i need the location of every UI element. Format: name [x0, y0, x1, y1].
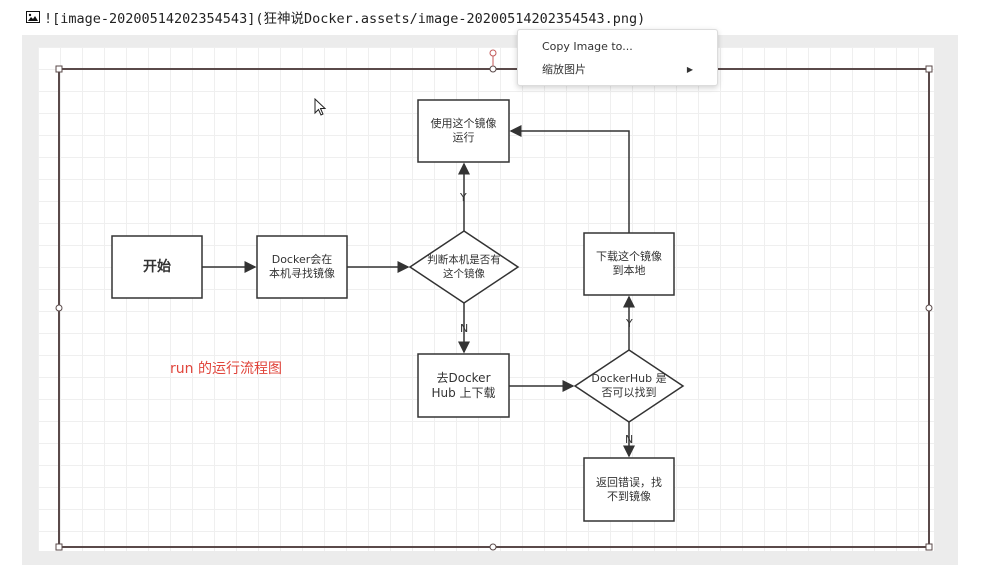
node-decision-local-line2: 这个镜像: [443, 268, 485, 280]
chevron-right-icon: ▶: [686, 64, 693, 74]
rotation-handle: [489, 49, 497, 57]
node-download-local-line2: 到本地: [612, 264, 646, 277]
diagram-caption: run 的运行流程图: [170, 361, 282, 377]
resize-handle-bottom-right: [925, 543, 933, 551]
resize-handle-bottom: [489, 543, 497, 551]
node-decision-hub-line1: DockerHub 是: [591, 372, 667, 385]
node-use-image-label: 使用这个镜像 运行: [418, 100, 509, 162]
resize-handle-top-right: [925, 65, 933, 73]
edge-download-local-to-use: [509, 125, 630, 233]
mouse-cursor-icon: [314, 98, 327, 116]
node-return-error-box: [583, 457, 675, 522]
node-start-label: 开始: [143, 259, 171, 275]
node-return-error-label: 返回错误，找 不到镜像: [584, 458, 674, 521]
node-download-local-label: 下载这个镜像 到本地: [584, 233, 674, 295]
resize-handle-right: [925, 304, 933, 312]
resize-handle-top: [489, 65, 497, 73]
menu-item-zoom-image-label: 缩放图片: [542, 63, 586, 76]
node-start-box: [111, 235, 203, 299]
node-download-hub-label: 去Docker Hub 上下载: [418, 354, 509, 417]
resize-handle-top-left: [55, 65, 63, 73]
node-use-image-box: [417, 99, 510, 163]
edge-label-local-no: N: [460, 322, 469, 335]
node-decision-hub-line2: 否可以找到: [601, 386, 657, 399]
node-download-hub-line2: Hub 上下载: [431, 385, 496, 400]
image-context-menu: Copy Image to... 缩放图片 ▶: [517, 29, 718, 86]
edge-label-hub-no: N: [625, 433, 634, 446]
menu-item-copy-image[interactable]: Copy Image to...: [518, 35, 717, 57]
markdown-image-source-text: ![image-20200514202354543](狂神说Docker.ass…: [44, 11, 646, 27]
node-docker-search-line2: 本机寻找镜像: [269, 267, 335, 280]
node-docker-search-box: [256, 235, 348, 299]
node-use-image-line1: 使用这个镜像: [430, 117, 497, 130]
node-download-local-box: [583, 232, 675, 296]
node-decision-local-label: 判断本机是否有 这个镜像: [410, 246, 518, 288]
node-download-hub-box: [417, 353, 510, 418]
node-return-error-line2: 不到镜像: [607, 489, 651, 503]
menu-item-zoom-image[interactable]: 缩放图片 ▶: [518, 58, 717, 80]
node-return-error-line1: 返回错误，找: [596, 475, 662, 489]
node-decision-hub-label: DockerHub 是 否可以找到: [575, 365, 683, 407]
markdown-image-source-line[interactable]: ![image-20200514202354543](狂神说Docker.ass…: [26, 8, 646, 27]
node-use-image-line2: 运行: [452, 131, 475, 144]
resize-handle-bottom-left: [55, 543, 63, 551]
edge-label-hub-yes: Y: [626, 317, 633, 330]
menu-item-copy-image-label: Copy Image to...: [542, 39, 633, 53]
image-file-icon: [26, 11, 40, 23]
node-docker-search-label: Docker会在 本机寻找镜像: [257, 236, 347, 298]
node-download-local-line1: 下载这个镜像: [596, 250, 662, 263]
edge-label-local-yes: Y: [460, 191, 467, 204]
resize-handle-left: [55, 304, 63, 312]
node-download-hub-line1: 去Docker: [436, 370, 491, 385]
node-docker-search-line1: Docker会在: [271, 253, 333, 266]
node-decision-local-line1: 判断本机是否有: [427, 254, 501, 266]
